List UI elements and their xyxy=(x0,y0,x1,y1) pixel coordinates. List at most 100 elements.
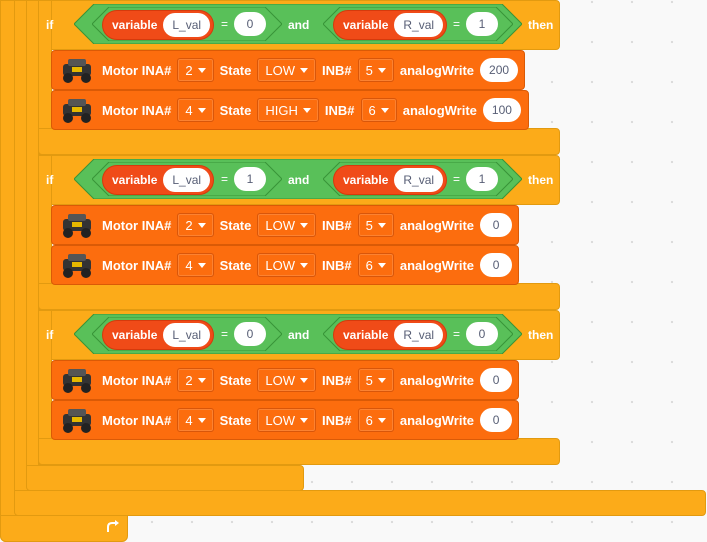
state-dropdown[interactable]: LOW xyxy=(257,253,316,277)
nested-block-2-footer[interactable] xyxy=(14,490,706,516)
motor-block[interactable]: Motor INA# 4 State LOW INB# 6 analogWrit… xyxy=(51,245,519,285)
variable-label: variable xyxy=(112,173,158,187)
nested-block-3-footer[interactable] xyxy=(26,465,304,491)
value-input[interactable]: 0 xyxy=(466,322,498,346)
and-label: and xyxy=(288,173,310,187)
variable-reporter[interactable]: variable R_val xyxy=(333,10,448,40)
value-input[interactable]: 1 xyxy=(234,167,266,191)
outer-loop-footer[interactable] xyxy=(0,515,128,542)
analogwrite-input[interactable]: 0 xyxy=(480,368,513,392)
dropdown-caret-icon xyxy=(197,417,206,423)
variable-name-field[interactable]: R_val xyxy=(394,323,444,347)
ina-value: 4 xyxy=(185,102,193,118)
variable-name-field[interactable]: R_val xyxy=(394,13,444,37)
analogwrite-label: analogWrite xyxy=(402,102,477,118)
variable-label: variable xyxy=(343,18,389,32)
motor-block[interactable]: Motor INA# 2 State LOW INB# 5 analogWrit… xyxy=(51,50,525,90)
value-input[interactable]: 1 xyxy=(466,12,498,36)
dropdown-caret-icon xyxy=(377,67,386,73)
dropdown-caret-icon xyxy=(377,377,386,383)
state-value: LOW xyxy=(265,217,295,233)
inb-dropdown[interactable]: 6 xyxy=(360,98,397,122)
if-label: if xyxy=(46,328,54,342)
dropdown-caret-icon xyxy=(197,222,206,228)
value-input[interactable]: 0 xyxy=(234,322,266,346)
variable-name-field[interactable]: L_val xyxy=(163,168,211,192)
state-label: State xyxy=(219,217,252,233)
state-dropdown[interactable]: LOW xyxy=(257,213,316,237)
ina-value: 2 xyxy=(185,217,193,233)
inb-dropdown[interactable]: 5 xyxy=(357,58,394,82)
state-value: LOW xyxy=(265,257,295,273)
state-dropdown[interactable]: HIGH xyxy=(257,98,319,122)
variable-name-field[interactable]: L_val xyxy=(163,323,211,347)
variable-reporter[interactable]: variable L_val xyxy=(102,320,215,350)
inb-value: 5 xyxy=(365,372,373,388)
analogwrite-input[interactable]: 0 xyxy=(480,213,513,237)
and-label: and xyxy=(288,328,310,342)
ina-dropdown[interactable]: 4 xyxy=(177,98,214,122)
state-dropdown[interactable]: LOW xyxy=(257,408,316,432)
state-value: HIGH xyxy=(265,102,298,118)
variable-name-field[interactable]: L_val xyxy=(163,13,211,37)
if-block-2-footer[interactable] xyxy=(38,283,560,310)
ina-dropdown[interactable]: 4 xyxy=(177,253,214,277)
ina-value: 2 xyxy=(185,62,193,78)
inb-label: INB# xyxy=(324,102,355,118)
ina-dropdown[interactable]: 4 xyxy=(177,408,214,432)
if-block-3-footer[interactable] xyxy=(38,438,560,465)
motor-label: Motor INA# xyxy=(102,62,172,78)
inb-dropdown[interactable]: 5 xyxy=(357,213,394,237)
motor-block[interactable]: Motor INA# 4 State LOW INB# 6 analogWrit… xyxy=(51,400,519,440)
then-label: then xyxy=(528,328,554,342)
ina-dropdown[interactable]: 2 xyxy=(177,368,214,392)
state-label: State xyxy=(219,257,252,273)
state-dropdown[interactable]: LOW xyxy=(257,58,316,82)
motor-label: Motor INA# xyxy=(102,372,172,388)
motor-block[interactable]: Motor INA# 4 State HIGH INB# 6 analogWri… xyxy=(51,90,529,130)
analogwrite-input[interactable]: 0 xyxy=(480,253,513,277)
ina-dropdown[interactable]: 2 xyxy=(177,213,214,237)
robot-car-icon xyxy=(60,96,94,124)
variable-label: variable xyxy=(112,18,158,32)
value-input[interactable]: 1 xyxy=(466,167,498,191)
inb-dropdown[interactable]: 5 xyxy=(357,368,394,392)
dropdown-caret-icon xyxy=(197,377,206,383)
analogwrite-input[interactable]: 100 xyxy=(482,98,521,122)
motor-label: Motor INA# xyxy=(102,217,172,233)
if-label: if xyxy=(46,18,54,32)
analogwrite-input[interactable]: 200 xyxy=(480,58,519,82)
inb-label: INB# xyxy=(322,62,352,78)
equals-sign: = xyxy=(221,327,229,341)
robot-car-icon xyxy=(60,366,94,394)
variable-reporter[interactable]: variable L_val xyxy=(102,10,215,40)
inb-dropdown[interactable]: 6 xyxy=(357,253,394,277)
dropdown-caret-icon xyxy=(377,417,386,423)
variable-label: variable xyxy=(343,173,389,187)
analogwrite-label: analogWrite xyxy=(399,372,475,388)
dropdown-caret-icon xyxy=(300,417,308,423)
motor-block[interactable]: Motor INA# 2 State LOW INB# 5 analogWrit… xyxy=(51,360,519,400)
dropdown-caret-icon xyxy=(300,377,308,383)
motor-block[interactable]: Motor INA# 2 State LOW INB# 5 analogWrit… xyxy=(51,205,519,245)
inb-value: 5 xyxy=(365,62,373,78)
state-label: State xyxy=(219,372,252,388)
ina-dropdown[interactable]: 2 xyxy=(177,58,214,82)
inb-label: INB# xyxy=(322,372,352,388)
ina-value: 2 xyxy=(185,372,193,388)
state-value: LOW xyxy=(265,412,295,428)
analogwrite-input[interactable]: 0 xyxy=(480,408,513,432)
if-block-1-footer[interactable] xyxy=(38,128,560,155)
value-input[interactable]: 0 xyxy=(234,12,266,36)
equals-sign: = xyxy=(221,172,229,186)
variable-reporter[interactable]: variable L_val xyxy=(102,165,215,195)
variable-name-field[interactable]: R_val xyxy=(394,168,444,192)
then-label: then xyxy=(528,18,554,32)
inb-value: 5 xyxy=(365,217,373,233)
dropdown-caret-icon xyxy=(300,262,308,268)
state-dropdown[interactable]: LOW xyxy=(257,368,316,392)
variable-reporter[interactable]: variable R_val xyxy=(333,320,448,350)
dropdown-caret-icon xyxy=(302,107,311,113)
variable-reporter[interactable]: variable R_val xyxy=(333,165,448,195)
inb-dropdown[interactable]: 6 xyxy=(357,408,394,432)
